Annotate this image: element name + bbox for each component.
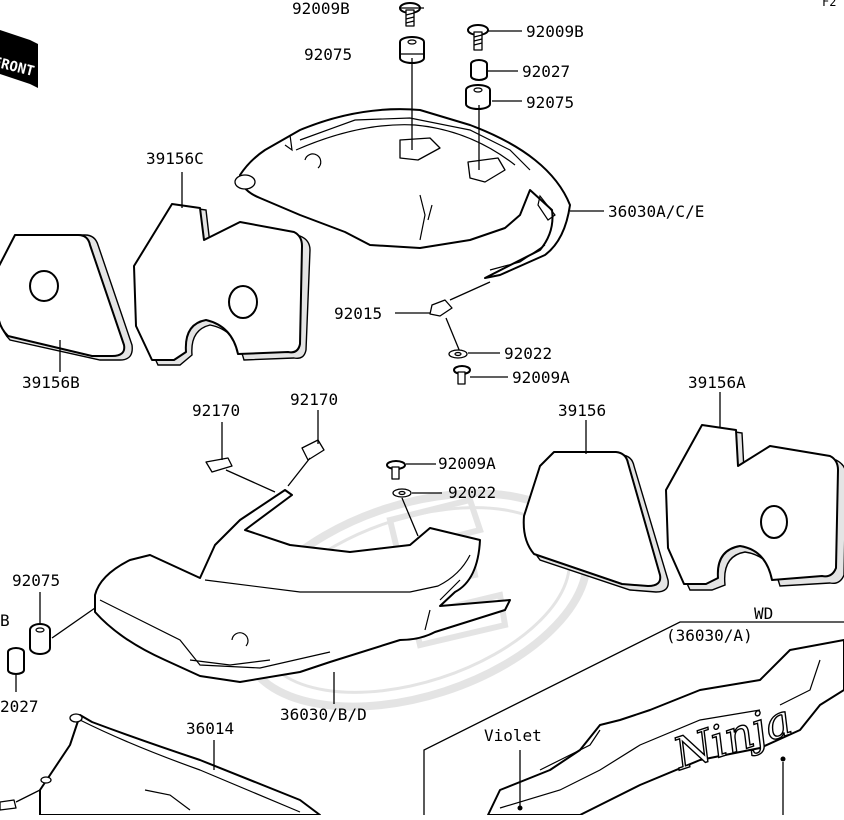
screw-92009A-upper (453, 365, 471, 385)
grommet-92075-top (399, 36, 425, 64)
screw-92009B-right (467, 24, 489, 51)
seat-cowl-lower-36030BD (94, 489, 511, 683)
label-36014: 36014 (186, 719, 234, 738)
grommet-92075-left (29, 623, 51, 655)
pad-39156B (0, 234, 133, 361)
label-92170-right: 92170 (290, 390, 338, 409)
washer-92022-lower (392, 488, 412, 498)
clip-92170-right (301, 439, 325, 461)
label-39156A: 39156A (688, 373, 746, 392)
inset-title-wd: WD (754, 604, 773, 623)
label-92009B-top: 92009B (292, 0, 350, 18)
label-violet: Violet (484, 726, 542, 745)
pad-39156C (133, 203, 311, 366)
label-92009A-upper: 92009A (512, 368, 570, 387)
washer-92022-upper (448, 349, 468, 359)
label-92075-top: 92075 (304, 45, 352, 64)
label-36030ACE: 36030A/C/E (608, 202, 704, 221)
label-92027-left: 2027 (0, 697, 39, 716)
label-92170-left: 92170 (192, 401, 240, 420)
label-92075-left: 92075 (12, 571, 60, 590)
label-39156C: 39156C (146, 149, 204, 168)
label-39156B: 39156B (22, 373, 80, 392)
collar-92027-left (7, 647, 25, 675)
label-36030BD: 36030/B/D (280, 705, 367, 724)
bolt-left-bottom (0, 799, 17, 811)
label-92075-right: 92075 (526, 93, 574, 112)
label-39156: 39156 (558, 401, 606, 420)
corner-label: F2 (822, 0, 836, 9)
label-92009A-lower: 92009A (438, 454, 496, 473)
label-92015: 92015 (334, 304, 382, 323)
pad-39156A (665, 424, 844, 591)
inset-wd-panel: Ninja (423, 621, 844, 816)
label-92009B-right: 92009B (526, 22, 584, 41)
part-36014 (39, 713, 321, 816)
front-badge: FRONT (0, 30, 38, 88)
label-B-left: B (0, 611, 10, 630)
inset-subtitle: (36030/A) (666, 626, 753, 645)
label-92027-right: 92027 (522, 62, 570, 81)
pad-39156 (522, 451, 669, 593)
collar-92027-right (470, 59, 488, 81)
clip-92015 (429, 299, 453, 317)
label-92022-upper: 92022 (504, 344, 552, 363)
label-92022-lower: 92022 (448, 483, 496, 502)
seat-cowl-upper-36030ACE (234, 108, 571, 279)
screw-92009A-lower (386, 460, 406, 480)
screw-92009B-top (399, 2, 421, 27)
clip-92170-left (205, 457, 233, 473)
grommet-92075-right (465, 84, 491, 110)
